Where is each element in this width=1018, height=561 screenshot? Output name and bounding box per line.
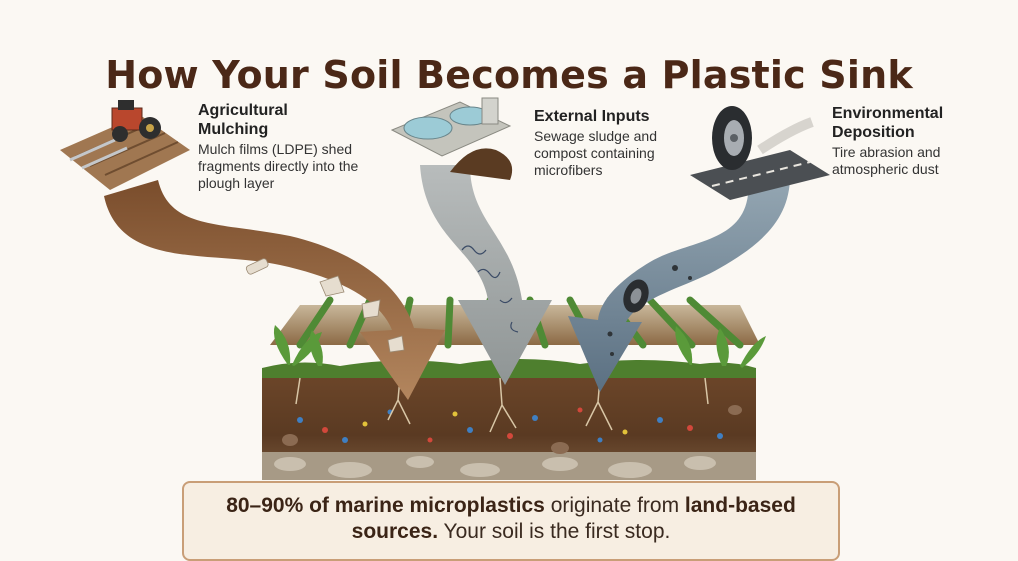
tire-road-icon	[690, 106, 830, 200]
plant-right	[675, 326, 766, 368]
source-description: Mulch films (LDPE) shed fragments direct…	[198, 141, 359, 191]
statistic-callout: 80–90% of marine microplastics originate…	[182, 481, 840, 561]
plant-left	[273, 325, 323, 366]
microfibers	[461, 245, 519, 333]
page-title: How Your Soil Becomes a Plastic Sink	[105, 53, 913, 98]
source-title: External Inputs	[534, 108, 650, 125]
source-title: Environmental Deposition	[832, 105, 944, 141]
source-external-inputs: External Inputs Sewage sludge and compos…	[534, 107, 694, 179]
diagram-scene	[60, 97, 830, 480]
source-description: Sewage sludge and compost containing mic…	[534, 128, 657, 178]
source-description: Tire abrasion and atmospheric dust	[832, 144, 941, 177]
soil-cross-section	[262, 359, 756, 480]
falling-tire-icon	[623, 279, 649, 313]
tractor-icon	[60, 100, 190, 190]
arrow-deposition	[568, 176, 790, 392]
mulch-fragments	[245, 258, 405, 353]
arrow-agricultural	[104, 180, 445, 400]
source-environmental-deposition: Environmental Deposition Tire abrasion a…	[832, 104, 1002, 178]
sewage-treatment-icon	[390, 97, 513, 180]
source-title: Agricultural Mulching	[198, 102, 288, 138]
arrow-external	[420, 165, 552, 385]
source-agricultural-mulching: Agricultural Mulching Mulch films (LDPE)…	[198, 101, 378, 192]
